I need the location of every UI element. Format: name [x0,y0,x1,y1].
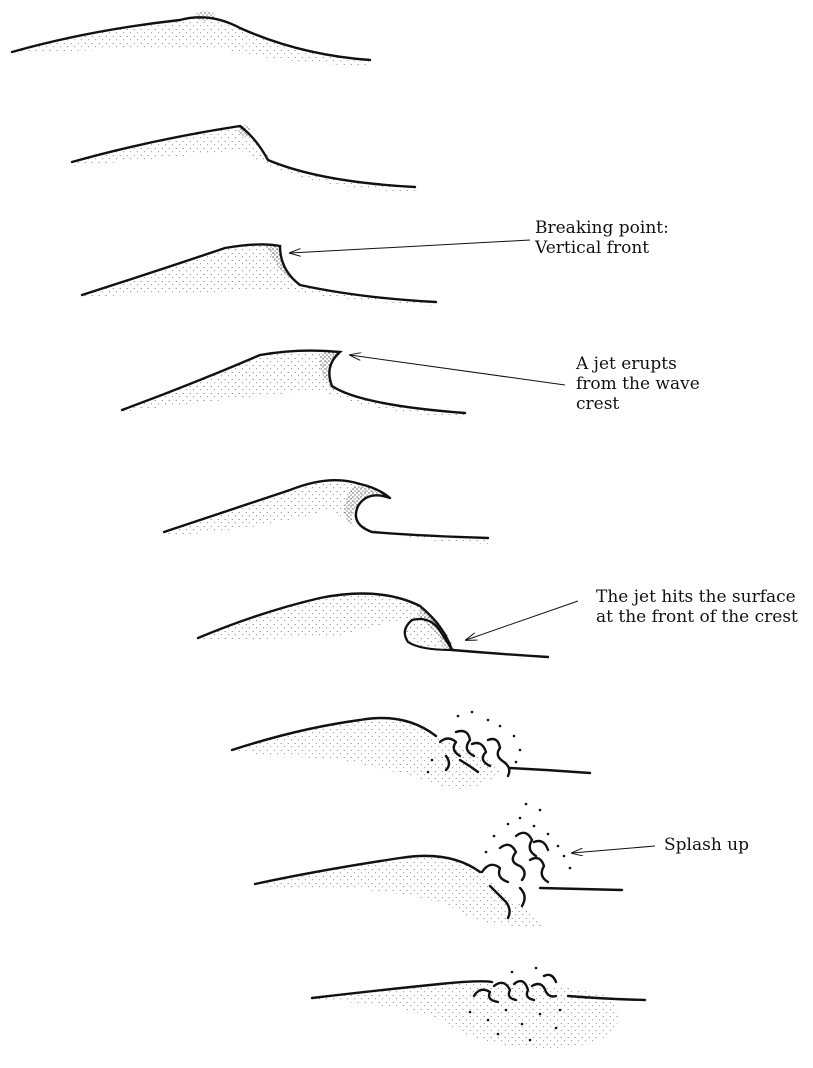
wave-stage-7 [232,711,590,789]
wave-stage-6 [198,594,548,658]
splash-up-arrow [572,846,655,853]
splash-up-line-1: Splash up [664,835,749,855]
wave-stage-3 [82,243,436,306]
wave-stage-4 [122,351,465,418]
wave-stage-2 [72,125,415,192]
jet-hits-line-1: The jet hits the surface [596,587,798,607]
jet-erupts-line-3: crest [576,394,700,414]
jet-hits-arrow [466,601,578,640]
breaking-point-arrow [290,240,530,253]
breaking-point-line-1: Breaking point: [535,218,669,238]
wave-stage-5 [164,480,488,544]
jet-hits-label: The jet hits the surface at the front of… [596,587,798,627]
breaking-point-line-2: Vertical front [535,238,669,258]
wave-stage-9 [312,967,645,1048]
breaking-point-label: Breaking point: Vertical front [535,218,669,258]
jet-erupts-arrow [350,355,565,385]
jet-hits-line-2: at the front of the crest [596,607,798,627]
jet-erupts-label: A jet erupts from the wave crest [576,354,700,414]
jet-erupts-line-2: from the wave [576,374,700,394]
wave-stage-8 [255,803,622,927]
wave-stage-1 [12,11,370,66]
jet-erupts-line-1: A jet erupts [576,354,700,374]
splash-up-label: Splash up [664,835,749,855]
